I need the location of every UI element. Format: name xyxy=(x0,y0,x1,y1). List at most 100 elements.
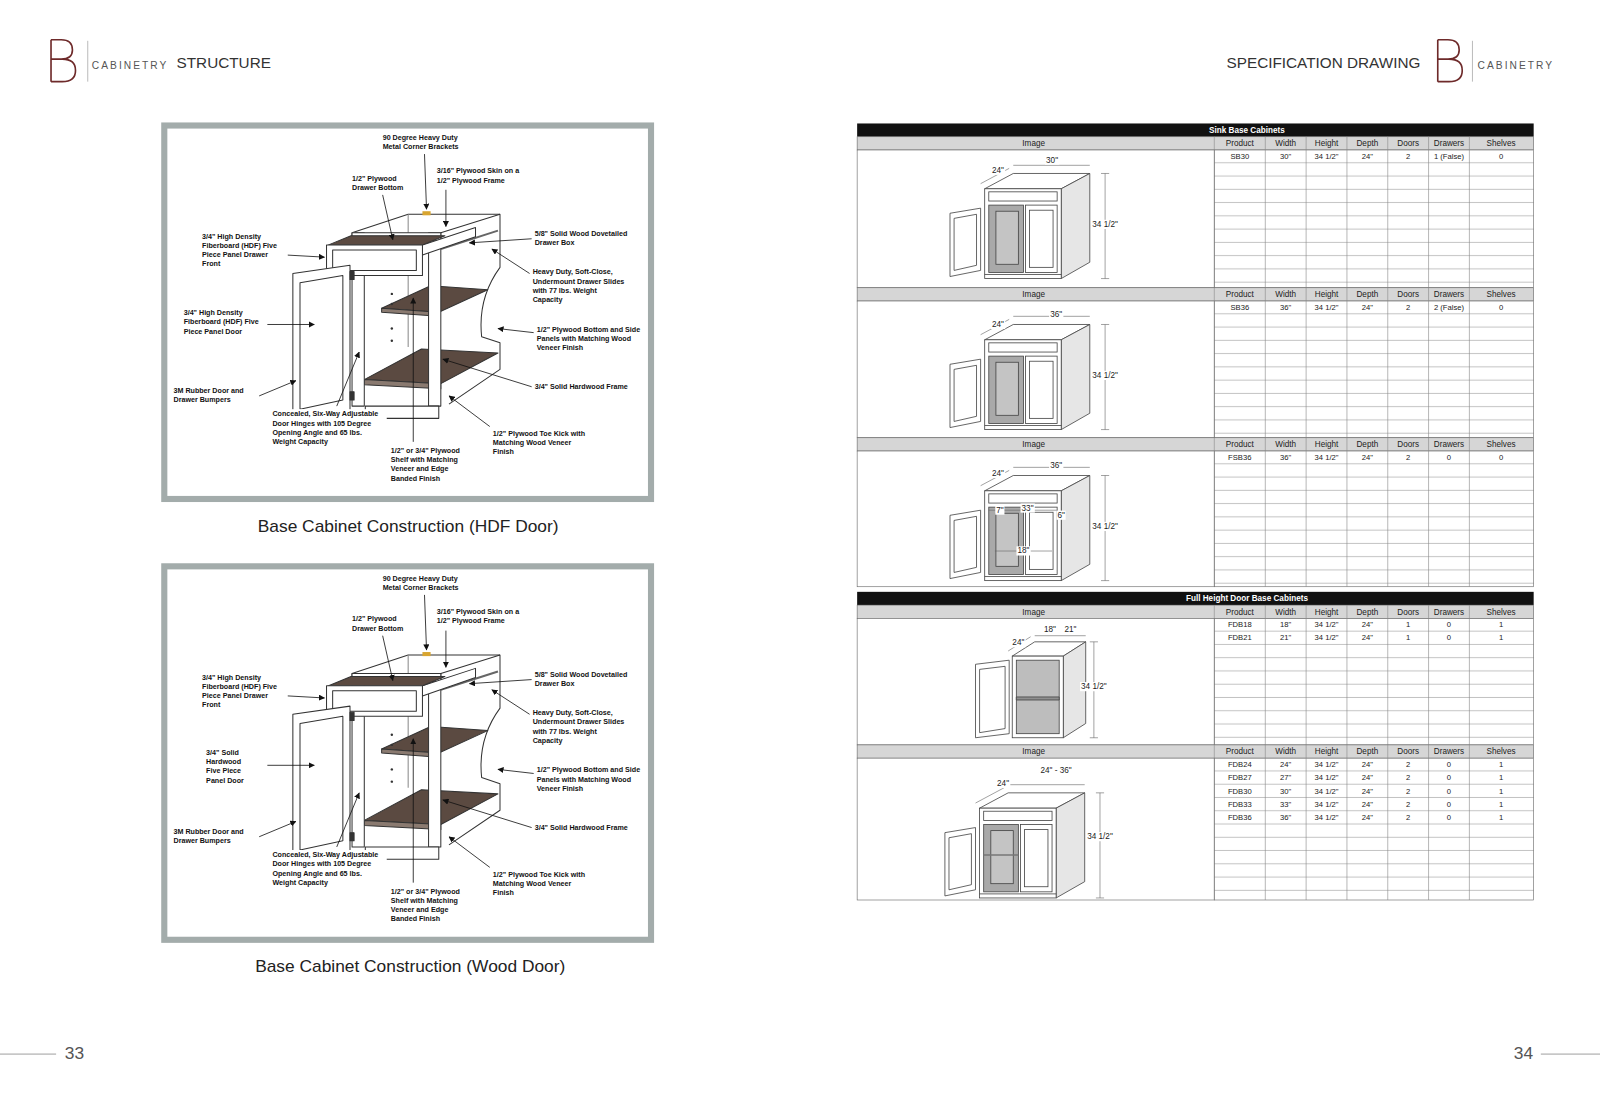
column-header: Width xyxy=(1275,139,1296,148)
column-header: Doors xyxy=(1397,290,1419,299)
page-heading: SPECIFICATION DRAWING xyxy=(1227,53,1421,71)
table-cell: 34 1/2" xyxy=(1315,760,1339,769)
column-header: Shelves xyxy=(1486,747,1515,756)
callout-label: 5/8" Solid Wood Dovetailed Drawer Box xyxy=(535,669,629,688)
dimension-label: 24" xyxy=(991,166,1005,175)
callout-label: 90 Degree Heavy Duty Metal Corner Bracke… xyxy=(383,573,475,592)
table-cell: FDB36 xyxy=(1228,813,1252,822)
column-header: Width xyxy=(1275,747,1296,756)
column-header: Height xyxy=(1315,139,1339,148)
column-header: Drawers xyxy=(1434,440,1464,449)
table-cell: 1 xyxy=(1499,787,1503,796)
table-cell: 0 xyxy=(1447,760,1451,769)
dimension-label: 30" xyxy=(1045,156,1059,165)
table-cell: 0 xyxy=(1499,303,1503,312)
callout-label: Heavy Duty, Soft-Close, Undermount Drawe… xyxy=(533,267,627,304)
table-cell: 21" xyxy=(1280,634,1291,643)
callout-label: 3/4" High Density Fiberboard (HDF) Five … xyxy=(184,308,262,336)
column-header: Product xyxy=(1226,440,1254,449)
table-cell: 36" xyxy=(1280,303,1291,312)
table-cell: 33" xyxy=(1280,800,1291,809)
column-header: Image xyxy=(1022,139,1045,148)
table-cell: 34 1/2" xyxy=(1315,303,1339,312)
table-cell: 0 xyxy=(1447,621,1451,630)
table-cell: 0 xyxy=(1499,453,1503,462)
column-header: Height xyxy=(1315,440,1339,449)
callout-label: 5/8" Solid Wood Dovetailed Drawer Box xyxy=(535,229,629,248)
column-header: Shelves xyxy=(1486,139,1515,148)
table-cell: 0 xyxy=(1447,800,1451,809)
table-cell: 0 xyxy=(1447,634,1451,643)
callout-label: Concealed, Six-Way Adjustable Door Hinge… xyxy=(272,850,386,887)
dimension-label: 7" xyxy=(995,506,1004,515)
column-header: Drawers xyxy=(1434,139,1464,148)
column-header: Product xyxy=(1226,607,1254,616)
callout-label: 3M Rubber Door and Drawer Bumpers xyxy=(173,386,257,405)
dimension-label: 24" xyxy=(991,469,1005,478)
callout-label: 3/4" High Density Fiberboard (HDF) Five … xyxy=(202,672,280,709)
table-title: Sink Base Cabinets xyxy=(1209,125,1285,134)
dimension-label: 34 1/2" xyxy=(1080,682,1108,691)
table-cell: 0 xyxy=(1499,152,1503,161)
table-cell: 0 xyxy=(1447,774,1451,783)
dimension-label: 24" - 36" xyxy=(1039,766,1072,775)
table-cell: 2 xyxy=(1406,760,1410,769)
table-cell: 1 (False) xyxy=(1434,152,1464,161)
table-cell: 0 xyxy=(1447,787,1451,796)
table-cell: 34 1/2" xyxy=(1315,774,1339,783)
table-cell: 34 1/2" xyxy=(1315,634,1339,643)
table-cell: 36" xyxy=(1280,813,1291,822)
column-header: Image xyxy=(1022,290,1045,299)
column-header: Drawers xyxy=(1434,290,1464,299)
column-header: Doors xyxy=(1397,440,1419,449)
dimension-label: 34 1/2" xyxy=(1091,371,1119,380)
column-header: Depth xyxy=(1356,747,1378,756)
column-header: Image xyxy=(1022,607,1045,616)
figure-caption: Base Cabinet Construction (Wood Door) xyxy=(255,956,565,976)
table-cell: FDB33 xyxy=(1228,800,1252,809)
callout-label: 3/16" Plywood Skin on a 1/2" Plywood Fra… xyxy=(437,607,531,626)
table-cell: 24" xyxy=(1362,760,1373,769)
table-cell: 1 xyxy=(1499,760,1503,769)
dimension-label: 24" xyxy=(1011,638,1025,647)
table-cell: 34 1/2" xyxy=(1315,787,1339,796)
callout-label: 1/2" Plywood Drawer Bottom xyxy=(352,614,415,633)
illustration-frame: 90 Degree Heavy Duty Metal Corner Bracke… xyxy=(161,122,654,502)
dimension-label: 34 1/2" xyxy=(1086,832,1114,841)
callout-label: Heavy Duty, Soft-Close, Undermount Drawe… xyxy=(533,708,627,745)
dimension-label: 34 1/2" xyxy=(1091,522,1119,531)
callout-label: 3/4" Solid Hardwood Five Piece Panel Doo… xyxy=(206,748,257,785)
callout-label: 1/2" Plywood Drawer Bottom xyxy=(352,173,415,192)
callout-label: 90 Degree Heavy Duty Metal Corner Bracke… xyxy=(383,133,475,152)
table-cell: 34 1/2" xyxy=(1315,453,1339,462)
table-cell: 24" xyxy=(1362,787,1373,796)
callout-label: 3M Rubber Door and Drawer Bumpers xyxy=(173,827,257,846)
dimension-label: 33" xyxy=(1021,503,1035,512)
page-heading: STRUCTURE xyxy=(177,53,271,71)
table-title: Full Height Door Base Cabinets xyxy=(1186,594,1308,603)
table-cell: FDB18 xyxy=(1228,621,1252,630)
column-header: Height xyxy=(1315,290,1339,299)
column-header: Shelves xyxy=(1486,440,1515,449)
table-cell: 34 1/2" xyxy=(1315,800,1339,809)
callout-label: 1/2" or 3/4" Plywood Shelf with Matching… xyxy=(391,887,475,924)
table-cell: 34 1/2" xyxy=(1315,152,1339,161)
dimension-label: 6" xyxy=(1056,511,1065,520)
table-cell: 2 xyxy=(1406,800,1410,809)
table-cell: FSB36 xyxy=(1228,453,1251,462)
table-cell: 24" xyxy=(1362,800,1373,809)
column-header: Depth xyxy=(1356,139,1378,148)
table-cell: 24" xyxy=(1362,774,1373,783)
column-header: Shelves xyxy=(1486,290,1515,299)
table-cell: 1 xyxy=(1499,621,1503,630)
table-cell: 34 1/2" xyxy=(1315,813,1339,822)
table-cell: 24" xyxy=(1280,760,1291,769)
table-cell: 24" xyxy=(1362,634,1373,643)
table-cell: 24" xyxy=(1362,152,1373,161)
table-cell: 24" xyxy=(1362,453,1373,462)
table-cell: 1 xyxy=(1499,800,1503,809)
brand-name: CABINETRY xyxy=(92,59,169,71)
table-cell: 30" xyxy=(1280,152,1291,161)
